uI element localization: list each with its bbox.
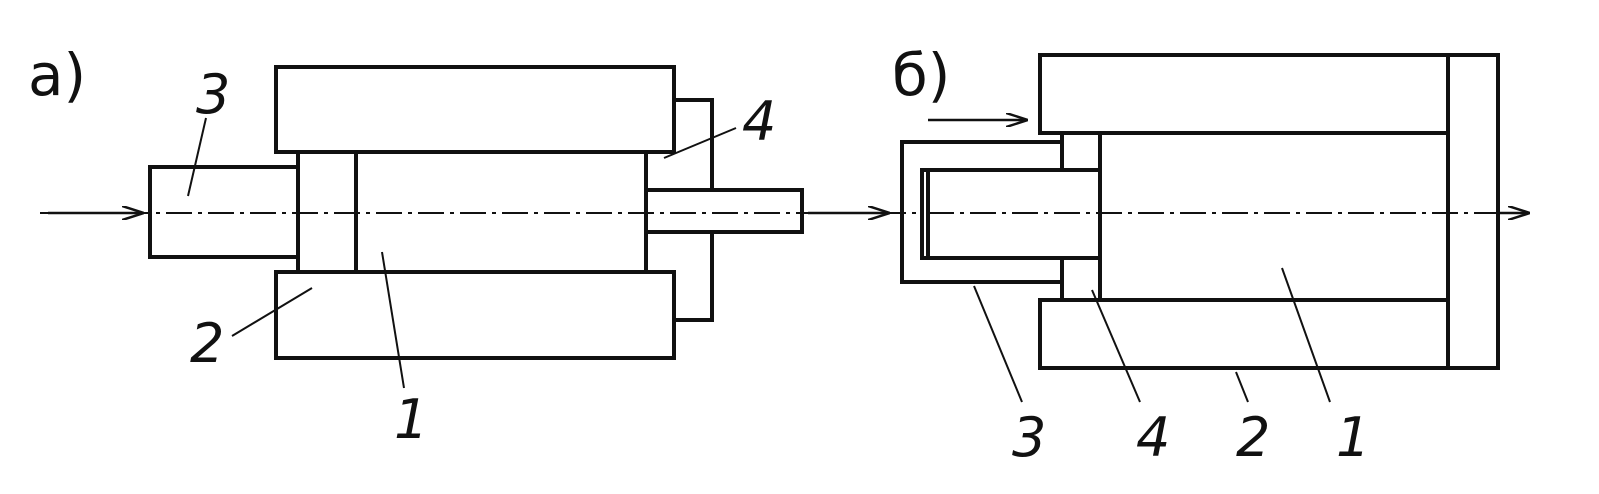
panel-b: б) 3 4 2 1	[892, 41, 1528, 469]
panel-b-leader-1	[1281, 267, 1331, 403]
panel-a-die-upper	[644, 98, 714, 192]
panel-a-callout-3: 3	[196, 63, 230, 126]
panel-a-leader-1	[381, 251, 405, 389]
panel-a-die-lower	[644, 230, 714, 322]
panel-a-callout-2: 2	[190, 312, 224, 375]
panel-a-callout-4: 4	[742, 90, 776, 153]
panel-a-container-upper-wall	[274, 65, 676, 154]
panel-b-end-plate	[1446, 53, 1500, 370]
panel-b-callout-4: 4	[1136, 406, 1170, 469]
panel-b-leader-2	[1235, 371, 1249, 403]
panel-a-container-lower-wall	[274, 270, 676, 360]
panel-a-leader-3	[187, 117, 207, 197]
panel-b-letter: б)	[892, 41, 950, 109]
panel-b-callout-2: 2	[1236, 406, 1270, 469]
panel-a: а) 3 2 1 4	[28, 41, 920, 451]
panel-b-billet	[1098, 131, 1450, 302]
panel-b-hollow-ram	[900, 140, 1064, 284]
panel-a-letter: а)	[28, 41, 86, 109]
panel-b-leader-3	[973, 285, 1023, 403]
panel-a-leader-4	[663, 127, 737, 159]
panel-b-leader-4	[1091, 289, 1141, 403]
panel-a-leader-2	[231, 287, 313, 337]
panel-b-callout-3: 3	[1012, 406, 1046, 469]
panel-a-extruded-rod	[644, 188, 804, 234]
panel-b-die-upper	[1060, 131, 1102, 172]
panel-b-container-upper-wall	[1038, 53, 1450, 135]
panel-a-callout-1: 1	[394, 388, 428, 451]
panel-b-callout-1: 1	[1336, 406, 1370, 469]
